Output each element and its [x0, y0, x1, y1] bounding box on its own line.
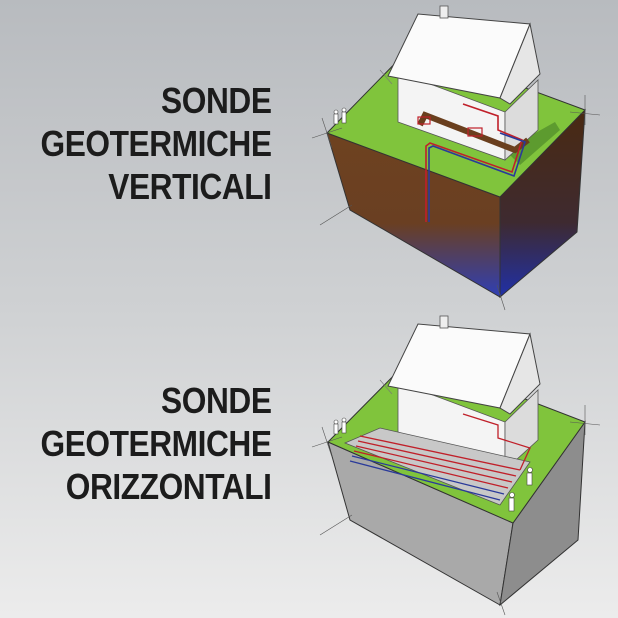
- horizontal-probe-illustration: [311, 315, 601, 616]
- construction-lines: [311, 405, 601, 616]
- title-vertical-probes: SONDE GEOTERMICHE VERTICALI: [41, 79, 272, 208]
- people-icon: [333, 417, 533, 512]
- title-line: SONDE: [161, 380, 273, 421]
- title-line: VERTICALI: [108, 166, 273, 207]
- construction-lines: [311, 95, 601, 311]
- title-line: GEOTERMICHE: [40, 123, 272, 164]
- radiator: [417, 116, 431, 125]
- people-icon: [333, 107, 347, 125]
- horizontal-pipes: [349, 413, 531, 501]
- trench: [343, 427, 531, 506]
- title-horizontal-probes: SONDE GEOTERMICHE ORIZZONTALI: [41, 379, 272, 508]
- title-line: GEOTERMICHE: [40, 423, 272, 464]
- shadow: [505, 122, 560, 165]
- title-line: SONDE: [161, 80, 273, 121]
- pipe-cold: [428, 132, 526, 222]
- vertical-probe-illustration: [311, 5, 601, 311]
- radiator: [467, 127, 483, 137]
- title-line: ORIZZONTALI: [66, 466, 272, 507]
- trench: [417, 111, 530, 154]
- pipe-hot: [425, 103, 523, 222]
